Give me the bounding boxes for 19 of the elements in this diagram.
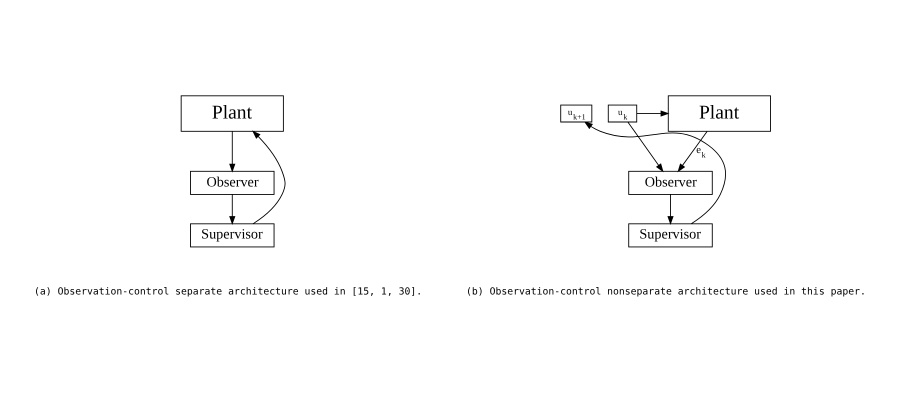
node-box: Observer — [190, 170, 274, 194]
node-box: Supervisor — [628, 222, 713, 247]
edge-label: e$_{k}$ — [696, 144, 706, 160]
node-box: Plant — [668, 94, 771, 132]
arrow — [667, 194, 674, 225]
node-box: Plant — [180, 94, 284, 132]
node-box: u$_{k}$ — [608, 104, 638, 122]
arrow — [252, 130, 286, 224]
label: (a) Observation-control separate architecture used in [15, 1, 30]. — [34, 286, 422, 298]
arrow — [677, 130, 708, 172]
arrow — [628, 121, 664, 172]
arrow — [636, 110, 670, 116]
node-box: Observer — [628, 170, 713, 194]
arrow — [229, 194, 236, 225]
arrow — [229, 130, 236, 172]
label: (b) Observation-control nonseparate architecture used in this paper. — [466, 286, 866, 298]
node-box: Supervisor — [190, 222, 274, 247]
arrow — [584, 120, 726, 224]
node-box: u$_{k+1}$ — [560, 104, 592, 122]
